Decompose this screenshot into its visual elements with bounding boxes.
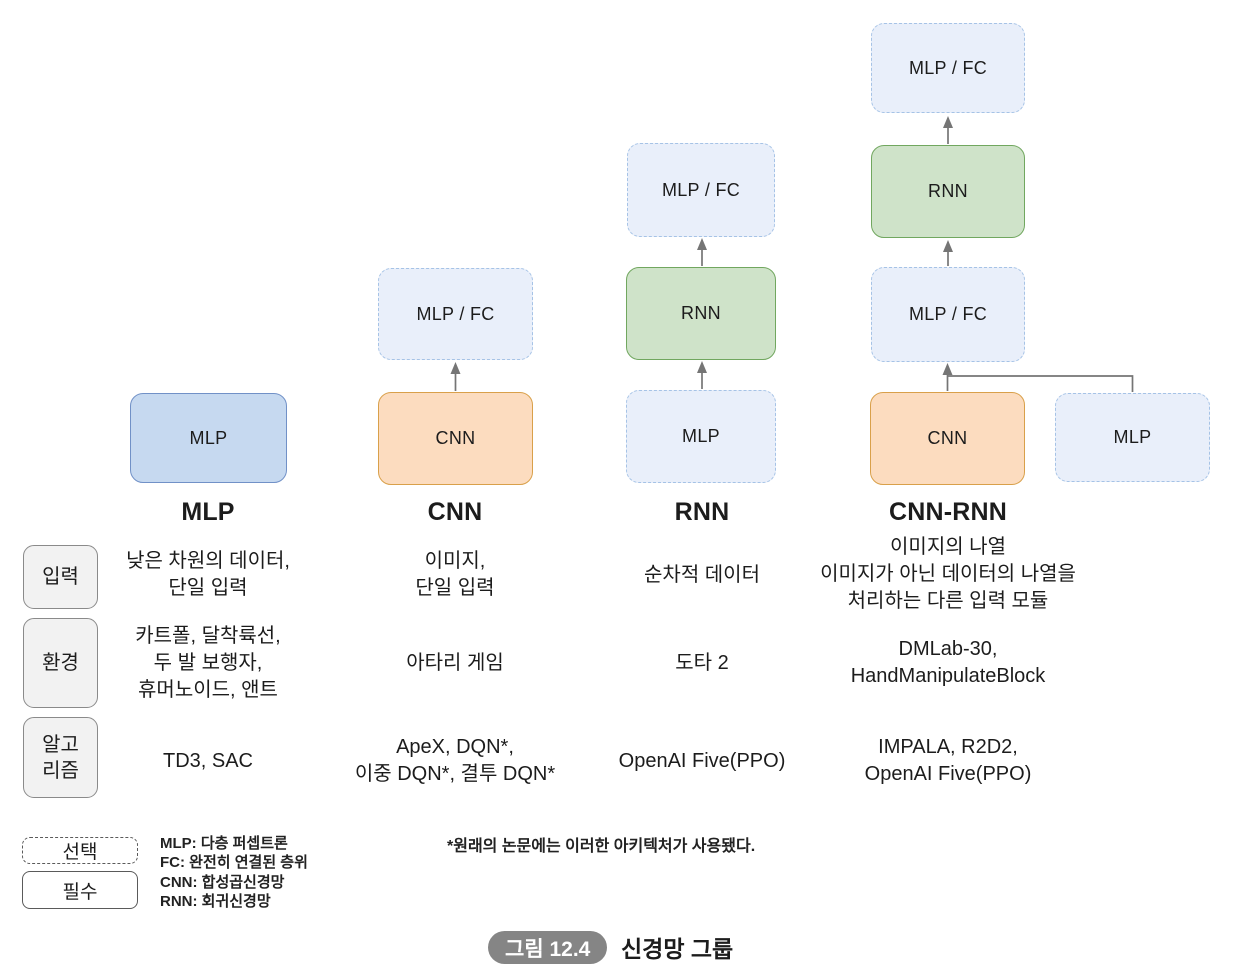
row-label-env: 환경	[23, 618, 98, 708]
cell-env-cnn: 아타리 게임	[406, 651, 504, 674]
node-cnn-col4: CNN	[870, 392, 1025, 485]
cell-input-rnn: 순차적 데이터	[644, 563, 760, 586]
legend-definitions-mlp-fc: MLP: 다층 퍼셉트론 FC: 완전히 연결된 층위	[160, 835, 308, 871]
cell-input-cnn: 이미지, 단일 입력	[415, 550, 495, 599]
cell-input-mlp: 낮은 차원의 데이터, 단일 입력	[126, 550, 290, 599]
cell-env-cnnrnn: DMLab-30, HandManipulateBlock	[850, 638, 1046, 687]
cell-algo-rnn: OpenAI Five(PPO)	[618, 749, 786, 772]
node-rnn-col4: RNN	[871, 145, 1025, 238]
footnote-asterisk: *원래의 논문에는 이러한 아키텍처가 사용됐다.	[447, 838, 756, 855]
cell-input-cnnrnn: 이미지의 나열 이미지가 아닌 데이터의 나열을 처리하는 다른 입력 모듈	[820, 535, 1076, 612]
figure-caption-title: 신경망 그룹	[621, 936, 734, 962]
column-title-rnn: RNN	[674, 497, 730, 526]
cell-algo-cnn: ApeX, DQN*, 이중 DQN*, 결투 DQN*	[354, 736, 556, 785]
cell-env-rnn: 도타 2	[675, 651, 729, 674]
legend-optional-box: 선택	[22, 837, 138, 864]
cell-env-mlp: 카트폴, 달착륙선, 두 발 보행자, 휴머노이드, 앤트	[135, 624, 281, 701]
column-title-mlp: MLP	[181, 497, 235, 526]
node-mlp-col4: MLP	[1055, 393, 1210, 482]
column-title-cnnrnn: CNN-RNN	[888, 497, 1008, 526]
cell-algo-mlp: TD3, SAC	[162, 749, 254, 772]
node-rnn-col3: RNN	[626, 267, 776, 360]
node-mlp-col1: MLP	[130, 393, 287, 483]
row-label-input: 입력	[23, 545, 98, 609]
node-mlpfc-top-col4: MLP / FC	[871, 23, 1025, 113]
cell-algo-cnnrnn: IMPALA, R2D2, OpenAI Five(PPO)	[864, 736, 1032, 785]
node-cnn-col2: CNN	[378, 392, 533, 485]
node-mlpfc-col3: MLP / FC	[627, 143, 775, 237]
legend-definitions-cnn-rnn: CNN: 합성곱신경망 RNN: 회귀신경망	[160, 874, 285, 910]
column-title-cnn: CNN	[427, 497, 483, 526]
node-mlpfc-mid-col4: MLP / FC	[871, 267, 1025, 362]
node-mlpfc-col2: MLP / FC	[378, 268, 533, 360]
row-label-algorithm: 알고 리즘	[23, 717, 98, 798]
node-mlp-col3: MLP	[626, 390, 776, 483]
legend-required-box: 필수	[22, 871, 138, 909]
figure-number-badge: 그림 12.4	[488, 931, 608, 964]
